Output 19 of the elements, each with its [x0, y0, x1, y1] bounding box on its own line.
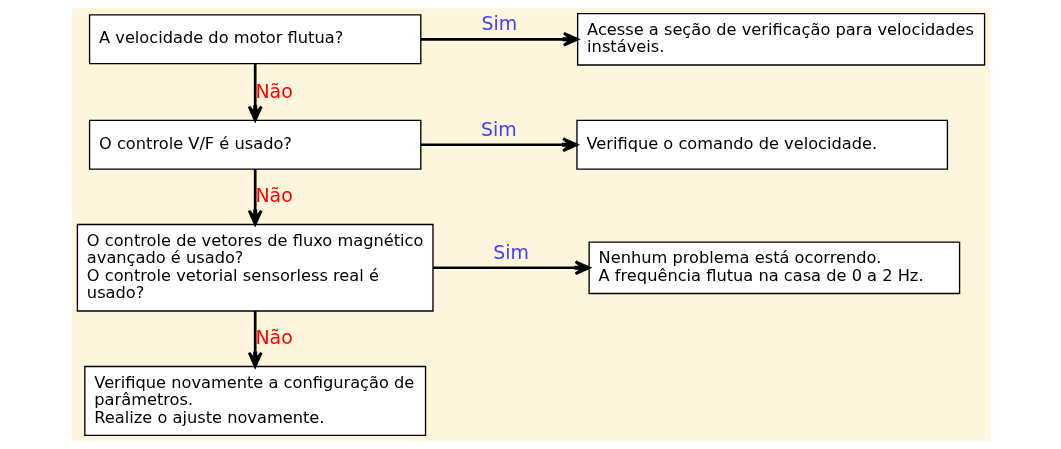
node-box: A velocidade do motor flutua?	[88, 14, 421, 65]
arrow	[420, 137, 578, 153]
edge-label: Sim	[492, 240, 529, 263]
arrow	[432, 260, 590, 276]
node-box: Acesse a seção de verificação para velocidades instáveis.	[576, 12, 985, 66]
node-box: Verifique o comando de velocidade.	[575, 119, 948, 170]
node-box: Nenhum problema está ocorrendo. A frequência flutua na casa de 0 a 2 Hz.	[587, 241, 960, 295]
arrow	[247, 169, 263, 226]
arrow	[247, 63, 263, 122]
edge-label: Sim	[480, 12, 517, 35]
arrow	[420, 31, 579, 47]
node-box: O controle V/F é usado?	[88, 119, 421, 170]
edge-label: Não	[254, 325, 293, 348]
edge-label: Não	[254, 183, 293, 206]
node-box: Verifique novamente a configuração de parâmetros. Realize o ajuste novamente.	[83, 365, 426, 437]
edge-label: Sim	[480, 117, 517, 140]
edge-label: Não	[254, 79, 293, 102]
node-box: O controle de vetores de fluxo magnético avançado é usado? O controle vetorial sensorless real é usado?	[76, 223, 434, 312]
arrow	[247, 311, 263, 368]
